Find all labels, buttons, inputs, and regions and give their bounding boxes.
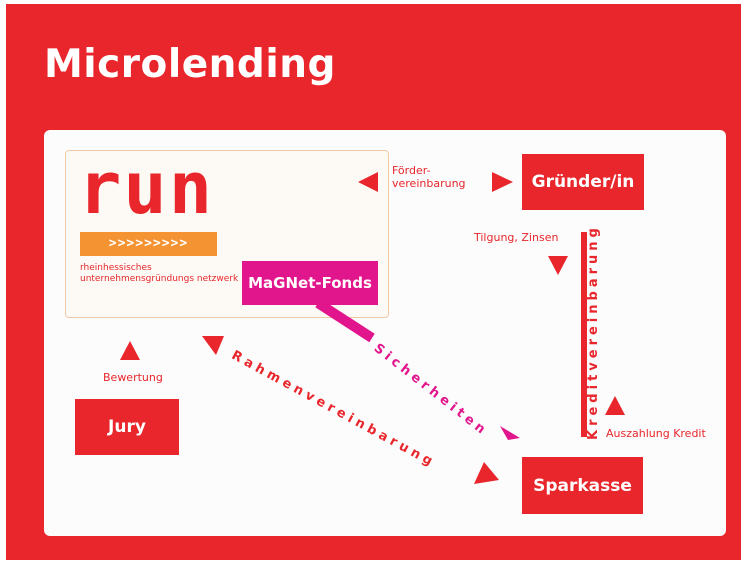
arrowhead-rahmen-down [474,462,499,484]
arrowhead-bewertung-up [120,341,140,360]
arrowhead-tilgung-down [548,256,568,275]
node-sparkasse: Sparkasse [522,457,643,514]
node-gruender: Gründer/in [522,154,644,210]
label-kreditvereinbarung: Kreditvereinbarung [586,224,601,440]
arrowhead-sicherheiten [500,426,520,440]
run-arrow-bar: >>>>>>>>> [80,232,217,256]
run-logo: run [78,146,215,230]
arrowhead-auszahlung-up [605,396,625,415]
run-subtitle: rheinhessisches unternehmensgründungs ne… [80,263,239,284]
label-tilgung-zinsen: Tilgung, Zinsen [474,231,559,244]
label-auszahlung-kredit: Auszahlung Kredit [606,427,706,440]
node-magnet-fonds: MaGNet-Fonds [242,261,378,305]
arrowhead-foerder-right [492,172,513,192]
arrowhead-foerder-left [358,172,378,192]
arrowhead-rahmen-up [202,336,224,355]
label-bewertung: Bewertung [103,371,163,384]
magnet-connector [315,298,375,343]
diagram-title: Microlending [44,42,336,87]
kredit-line [581,232,587,437]
label-foerdervereinbarung: Förder- vereinbarung [392,164,466,190]
node-jury: Jury [75,399,179,455]
